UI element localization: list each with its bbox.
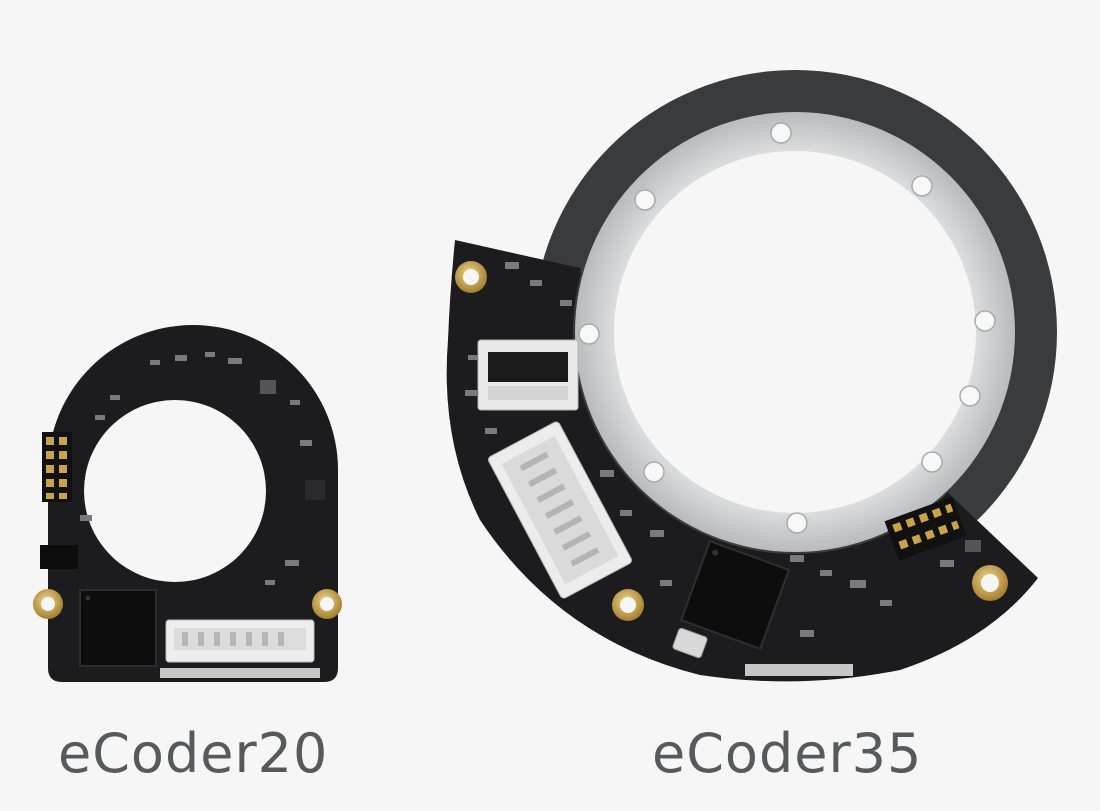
ecoder20-connector bbox=[165, 619, 315, 663]
ecoder35-encoder-chip bbox=[679, 539, 791, 651]
ecoder35-mount-hole-bottom bbox=[612, 589, 644, 621]
ecoder20-smd-components bbox=[80, 352, 325, 585]
ecoder35-pin-header bbox=[884, 496, 967, 561]
ecoder20-encoder-chip bbox=[79, 589, 157, 667]
ecoder35-mount-hole-right bbox=[972, 565, 1008, 601]
ecoder20-edge-pad bbox=[160, 668, 320, 678]
ecoder35-assembly bbox=[446, 70, 1057, 682]
ecoder20-regulator bbox=[40, 545, 78, 569]
ecoder20-board bbox=[33, 325, 342, 682]
ecoder35-connector-side bbox=[488, 421, 632, 599]
ecoder20-pin-header bbox=[42, 432, 72, 502]
ecoder20-mount-hole-right bbox=[312, 589, 342, 619]
ecoder35-edge-pad bbox=[745, 664, 853, 676]
ecoder35-crystal bbox=[672, 627, 708, 659]
ecoder20-mount-hole-left bbox=[33, 589, 63, 619]
ecoder35-label: eCoder35 bbox=[652, 722, 923, 785]
ecoder35-smd-components bbox=[465, 262, 981, 637]
ecoder35-mount-hole-top bbox=[455, 261, 487, 293]
ecoder20-label: eCoder20 bbox=[58, 722, 329, 785]
ecoder35-connector-top bbox=[477, 339, 579, 411]
